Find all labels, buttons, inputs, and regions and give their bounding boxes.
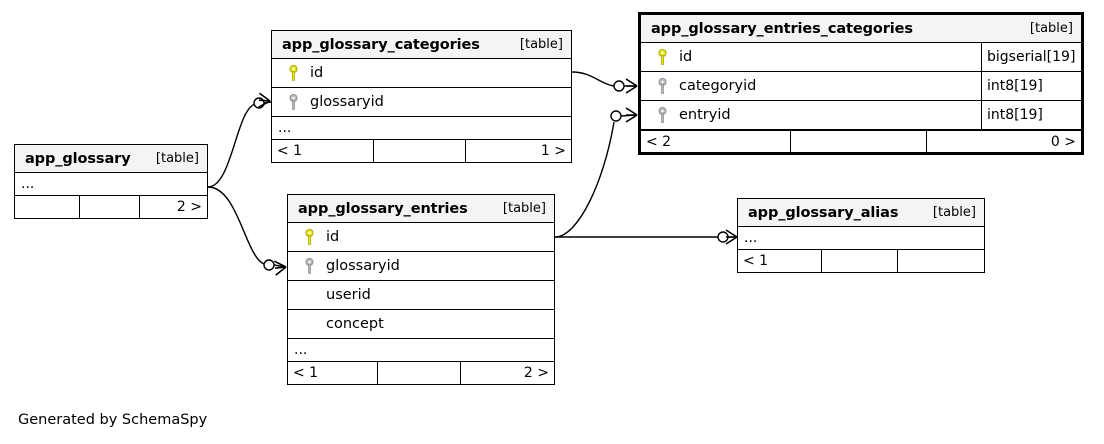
footer-middle [80,196,140,218]
table-app-glossary-entries-categories[interactable]: app_glossary_entries_categories [table] … [638,12,1084,155]
column-row-concept[interactable]: concept [288,310,554,339]
column-label: userid [326,287,371,303]
footer-parent-count: < 1 [288,362,379,384]
footer-middle [791,131,927,152]
table-footer: 2 > [15,196,207,218]
primary-key-icon [280,64,306,82]
column-name-cell: id [272,59,571,87]
footer-child-count: 2 > [176,199,202,215]
collapsed-columns-row[interactable]: ... [15,173,207,196]
foreign-key-icon [296,257,322,275]
column-type: int8[19] [981,101,1081,129]
table-type-tag: [table] [502,201,546,216]
column-row-id[interactable]: id [288,223,554,252]
footer-middle [378,362,461,384]
table-title: app_glossary_alias [748,204,899,221]
column-name-cell: id [641,43,981,71]
generated-by-caption: Generated by SchemaSpy [18,412,208,428]
foreign-key-icon [649,77,675,95]
collapsed-columns-row[interactable]: ... [288,339,554,362]
collapsed-columns-row[interactable]: ... [272,117,571,140]
column-row-userid[interactable]: userid [288,281,554,310]
column-name-cell: concept [288,310,554,338]
column-name-cell: glossaryid [272,88,571,116]
footer-parent-count: < 2 [641,131,791,152]
table-footer: < 1 2 > [288,362,554,384]
column-label: categoryid [679,78,757,94]
table-title: app_glossary_categories [282,36,480,53]
footer-middle [374,140,467,162]
column-row-id[interactable]: id bigserial[19] [641,43,1081,72]
column-name-cell: id [288,223,554,251]
column-row-categoryid[interactable]: categoryid int8[19] [641,72,1081,101]
ellipsis-label: ... [21,176,35,192]
table-app-glossary-entries[interactable]: app_glossary_entries [table] id [287,194,555,385]
table-header: app_glossary_alias [table] [738,199,984,227]
column-name-cell: userid [288,281,554,309]
column-label: glossaryid [310,94,384,110]
table-header: app_glossary_entries_categories [table] [641,15,1081,43]
table-title: app_glossary_entries_categories [651,20,913,37]
table-header: app_glossary [table] [15,145,207,173]
column-name-cell: entryid [641,101,981,129]
ellipsis-label: ... [278,120,292,136]
column-row-entryid[interactable]: entryid int8[19] [641,101,1081,130]
edge-entries-to-alias [555,229,738,245]
primary-key-icon [649,48,675,66]
table-header: app_glossary_categories [table] [272,31,571,59]
column-label: concept [326,316,384,332]
footer-child-count: 1 > [540,143,566,159]
table-header: app_glossary_entries [table] [288,195,554,223]
table-type-tag: [table] [932,205,976,220]
column-type: bigserial[19] [981,43,1081,71]
ellipsis-label: ... [744,230,758,246]
table-app-glossary-alias[interactable]: app_glossary_alias [table] ... < 1 [737,198,985,273]
primary-key-icon [296,228,322,246]
column-label: glossaryid [326,258,400,274]
footer-child-count: 2 > [523,365,549,381]
column-row-glossaryid[interactable]: glossaryid [272,88,571,117]
table-footer: < 1 1 > [272,140,571,162]
table-footer: < 2 0 > [641,130,1081,152]
table-type-tag: [table] [1029,21,1073,36]
collapsed-columns-row[interactable]: ... [738,227,984,250]
column-name-cell: categoryid [641,72,981,100]
column-type: int8[19] [981,72,1081,100]
column-row-id[interactable]: id [272,59,571,88]
footer-middle [822,250,898,272]
foreign-key-icon [649,106,675,124]
footer-child-count [898,250,984,272]
footer-child-count: 0 > [1050,133,1076,150]
table-app-glossary-categories[interactable]: app_glossary_categories [table] id [271,30,572,163]
table-type-tag: [table] [519,37,563,52]
footer-parent-count: < 1 [738,250,822,272]
column-label: id [310,65,324,81]
column-label: id [326,229,340,245]
column-name-cell: glossaryid [288,252,554,280]
table-title: app_glossary [25,150,131,167]
table-title: app_glossary_entries [298,200,468,217]
column-row-glossaryid[interactable]: glossaryid [288,252,554,281]
foreign-key-icon [280,93,306,111]
column-label: id [679,49,693,65]
ellipsis-label: ... [294,342,308,358]
footer-parent-count: < 1 [272,140,374,162]
footer-parent-count [15,196,81,218]
table-type-tag: [table] [155,151,199,166]
table-app-glossary[interactable]: app_glossary [table] ... 2 > [14,144,208,219]
edge-glossary-to-entries [207,186,287,276]
table-footer: < 1 [738,250,984,272]
edge-categories-to-entries-categories [571,71,638,94]
column-label: entryid [679,107,731,123]
edge-glossary-to-categories [207,92,272,188]
